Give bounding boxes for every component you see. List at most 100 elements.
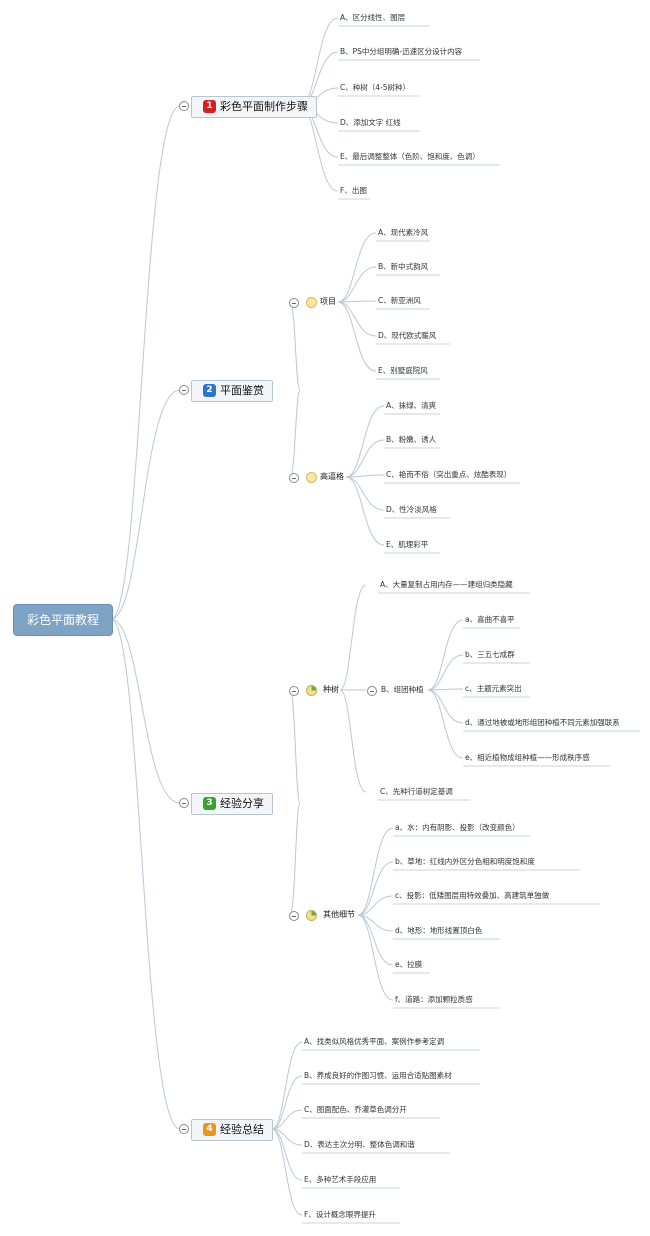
connector-line	[337, 300, 377, 303]
style-item: D、性冷淡风格	[386, 505, 437, 514]
connector-line	[357, 827, 394, 916]
number-1-icon: 1	[203, 100, 216, 113]
number-3-icon: 3	[203, 797, 216, 810]
connector-line	[289, 689, 301, 804]
connector-line	[289, 301, 301, 391]
sub-topic-zhongshu[interactable]: 种树	[323, 685, 339, 694]
summary-item: C、图面配色、乔灌草色调分开	[304, 1105, 407, 1114]
style-item: B、新中式韵风	[378, 262, 429, 271]
connector-line	[289, 389, 301, 478]
collapse-sub-gaobige-icon[interactable]	[289, 473, 299, 483]
progress-marker-icon	[306, 685, 317, 696]
connector-line	[337, 301, 377, 337]
collapse-branch-3-icon[interactable]	[179, 798, 189, 808]
collapse-branch-2-icon[interactable]	[179, 385, 189, 395]
detail-item: d、地形：地形线置顶白色	[395, 926, 483, 935]
connector-line	[357, 895, 394, 916]
branch-2-topic[interactable]: 2 平面鉴赏	[191, 380, 273, 402]
collapse-sub-zhongshu-icon[interactable]	[289, 686, 299, 696]
collapse-branch-4-icon[interactable]	[179, 1124, 189, 1134]
connector-line	[345, 476, 385, 511]
connector-line	[357, 914, 394, 966]
connector-line	[110, 105, 181, 620]
detail-item: f、道路：添加颗粒质感	[395, 995, 473, 1004]
sub-topic-qitaxijie[interactable]: 其他细节	[323, 910, 355, 919]
branch-4-label: 经验总结	[220, 1123, 264, 1136]
style-item: A、抹绿、清爽	[386, 401, 437, 410]
detail-item: c、投影：低矮图层用特效叠加、高建筑单独做	[395, 891, 550, 900]
connector-line	[337, 232, 377, 303]
connector-line	[271, 1075, 303, 1130]
connector-line	[271, 1128, 303, 1181]
sub-topic-xiangmu[interactable]: 项目	[320, 297, 336, 306]
connector-line	[337, 266, 377, 303]
group-item: a、喜曲不喜平	[465, 615, 515, 624]
summary-item: F、设计概念眼界提升	[304, 1210, 376, 1219]
step-item: B、PS中分组明确-迅速区分设计内容	[340, 47, 463, 56]
step-item: A、区分线性、图层	[340, 13, 406, 22]
step-item: C、种树（4-5树种）	[340, 83, 410, 92]
connector-line	[427, 688, 464, 691]
branch-1-label: 彩色平面制作步骤	[220, 100, 308, 113]
step-item: E、最后调整整体（色阶、饱和度、色调）	[340, 152, 480, 161]
connector-line	[357, 914, 394, 1001]
tree-item: A、大量复制占用内存——建组归类隐藏	[380, 580, 513, 589]
detail-item: b、草地：红线内外区分色相和明度饱和度	[395, 857, 535, 866]
connector-line	[427, 689, 464, 724]
connector-line	[289, 802, 301, 916]
style-item: B、粉嫩、诱人	[386, 435, 437, 444]
number-2-icon: 2	[203, 384, 216, 397]
connector-line	[110, 618, 181, 1130]
style-item: A、现代素冷风	[378, 228, 429, 237]
connector-line	[271, 1041, 303, 1130]
collapse-branch-1-icon[interactable]	[179, 101, 189, 111]
style-item: D、现代欧式暖风	[378, 331, 437, 340]
summary-item: D、表达主次分明、整体色调和谐	[304, 1140, 415, 1149]
style-item: E、别墅庭院风	[378, 366, 428, 375]
topic-marker-icon	[306, 472, 317, 483]
branch-4-topic[interactable]: 4 经验总结	[191, 1119, 273, 1141]
connector-line	[110, 618, 181, 804]
detail-item: a、水：内有阴影、投影（改变颜色）	[395, 823, 520, 832]
progress-marker-icon	[306, 910, 317, 921]
tree-item: C、先种行道树定基调	[380, 787, 453, 796]
connector-line	[427, 654, 464, 691]
topic-marker-icon	[306, 297, 317, 308]
style-item: E、肌理彩平	[386, 540, 429, 549]
collapse-sub-xiangmu-icon[interactable]	[289, 298, 299, 308]
connector-line	[427, 619, 464, 691]
detail-item: e、拉膜	[395, 960, 423, 969]
step-item: F、出图	[340, 186, 367, 195]
style-item: C、新亚洲风	[378, 296, 421, 305]
group-item: c、主题元素突出	[465, 684, 522, 693]
summary-item: E、多种艺术手段应用	[304, 1175, 377, 1184]
branch-1-topic[interactable]: 1 彩色平面制作步骤	[191, 96, 317, 118]
sub-topic-gaobige[interactable]: 高逼格	[320, 472, 344, 481]
collapse-group-icon[interactable]	[367, 686, 377, 696]
connector-line	[299, 17, 339, 107]
branch-3-topic[interactable]: 3 经验分享	[191, 793, 273, 815]
connector-line	[337, 301, 377, 372]
connector-line	[339, 584, 367, 691]
collapse-sub-qita-icon[interactable]	[289, 911, 299, 921]
summary-item: B、养成良好的作图习惯、运用合适贴图素材	[304, 1071, 452, 1080]
connector-line	[271, 1109, 303, 1130]
connector-line	[271, 1128, 303, 1216]
connector-line	[299, 105, 339, 192]
connector-line	[345, 405, 385, 478]
group-item: e、相近植物成组种植——形成秩序感	[465, 753, 590, 762]
connector-line	[339, 689, 367, 793]
group-planting-topic[interactable]: B、组团种植	[381, 685, 424, 694]
summary-item: A、找类似风格优秀平面、案例作参考定调	[304, 1037, 445, 1046]
connector-line	[357, 861, 394, 916]
connector-line	[345, 474, 385, 478]
group-item: b、三五七成群	[465, 650, 515, 659]
connector-line	[345, 439, 385, 478]
style-item: C、艳而不俗（突出重点、炫酷表现）	[386, 470, 512, 479]
connector-line	[110, 389, 181, 620]
branch-3-label: 经验分享	[220, 797, 264, 810]
connector-line	[427, 689, 464, 759]
connector-line	[345, 476, 385, 546]
root-topic[interactable]: 彩色平面教程	[13, 604, 113, 636]
branch-2-label: 平面鉴赏	[220, 384, 264, 397]
